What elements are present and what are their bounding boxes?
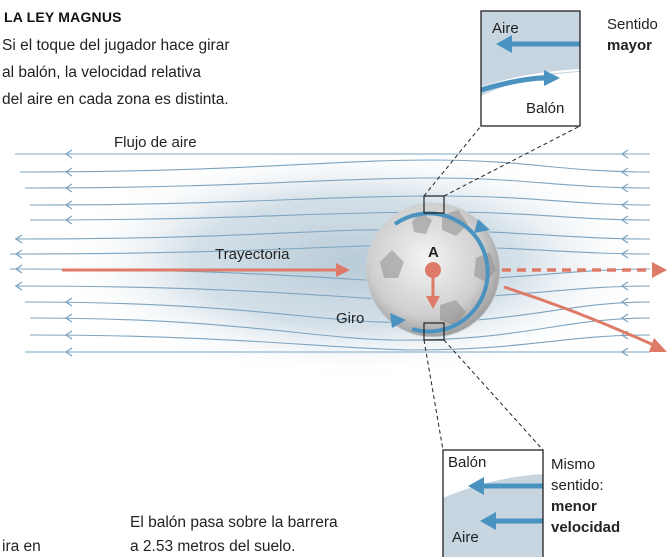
point-a-label: A xyxy=(428,244,439,261)
flow-arrowhead xyxy=(620,297,629,307)
flow-line xyxy=(19,159,651,173)
flow-arrowhead xyxy=(14,264,23,274)
force-arrowhead xyxy=(426,296,440,309)
flow-line xyxy=(24,301,651,323)
trajectory-label: Trayectoria xyxy=(215,246,290,263)
bottom-zoom-marker xyxy=(423,322,445,341)
intro-line-1: Si el toque del jugador hace girar xyxy=(2,37,230,54)
flow-arrowhead xyxy=(14,234,23,244)
page-title: LA LEY MAGNUS xyxy=(4,9,122,25)
flow-arrowhead xyxy=(64,330,73,340)
flow-arrowhead xyxy=(620,281,629,291)
curved-path-arrowhead xyxy=(649,338,667,352)
flow-line xyxy=(14,285,651,300)
top-connector-right xyxy=(443,125,581,197)
flow-arrowhead xyxy=(620,149,629,159)
flow-line xyxy=(9,245,651,255)
intro-line-2: al balón, la velocidad relativa xyxy=(2,64,202,81)
top-connector-left xyxy=(423,125,482,197)
flow-arrowhead xyxy=(64,313,73,323)
flow-line xyxy=(29,317,651,341)
flow-arrowhead xyxy=(14,281,23,291)
bottom-connector-right xyxy=(443,339,544,451)
trajectory-arrowhead xyxy=(336,263,350,277)
top-callout-ball-label: Balón xyxy=(526,100,565,117)
flow-arrowhead xyxy=(64,149,73,159)
top-note-line-1: Sentido xyxy=(607,16,658,33)
spin-arrowhead-bottom xyxy=(390,313,406,328)
airflow-label: Flujo de aire xyxy=(114,134,197,151)
caption-line-1: El balón pasa sobre la barrera xyxy=(130,514,338,531)
flow-arrowhead xyxy=(620,347,629,357)
spin-arrowhead-top xyxy=(474,219,490,233)
top-note-line-2: mayor xyxy=(607,37,653,54)
spin-label: Giro xyxy=(336,310,365,327)
flow-arrowhead xyxy=(620,215,629,225)
bottom-callout-box xyxy=(443,450,543,557)
point-a xyxy=(425,262,441,278)
flow-line xyxy=(24,177,651,189)
top-zoom-marker xyxy=(423,195,445,214)
bottom-note-line-4: velocidad xyxy=(551,519,621,536)
flow-arrowhead xyxy=(64,167,73,177)
bottom-callout-ball-label: Balón xyxy=(448,454,487,471)
straight-path-arrowhead xyxy=(652,262,667,278)
flow-line xyxy=(14,229,651,240)
top-callout-box xyxy=(481,11,580,126)
bottom-connector-left xyxy=(423,339,444,451)
flow-arrowhead xyxy=(64,200,73,210)
flow-arrowhead xyxy=(620,200,629,210)
top-ball-arrow xyxy=(481,75,547,93)
flow-arrowhead xyxy=(64,215,73,225)
bottom-note-line-2: sentido: xyxy=(551,477,604,494)
flow-arrowhead xyxy=(64,297,73,307)
flow-arrowhead xyxy=(64,347,73,357)
flow-arrowhead xyxy=(620,183,629,193)
intro-line-3: del aire en cada zona es distinta. xyxy=(2,91,229,108)
caption-line-2: a 2.53 metros del suelo. xyxy=(130,538,296,555)
cut-off-text: ira en xyxy=(2,538,41,555)
top-callout-air-label: Aire xyxy=(492,20,519,37)
flow-arrowhead xyxy=(620,249,629,259)
bottom-note-line-3: menor xyxy=(551,498,597,515)
bottom-note-line-1: Mismo xyxy=(551,456,596,473)
flow-arrowhead xyxy=(620,234,629,244)
flow-line xyxy=(29,195,651,206)
curved-path xyxy=(503,285,661,350)
bottom-callout-air-label: Aire xyxy=(452,529,479,546)
flow-arrowhead xyxy=(620,167,629,177)
flow-arrowhead xyxy=(14,249,23,259)
flow-line xyxy=(29,334,651,351)
flow-arrowhead xyxy=(620,313,629,323)
flow-arrowheads xyxy=(14,149,629,357)
flow-arrowhead xyxy=(64,183,73,193)
